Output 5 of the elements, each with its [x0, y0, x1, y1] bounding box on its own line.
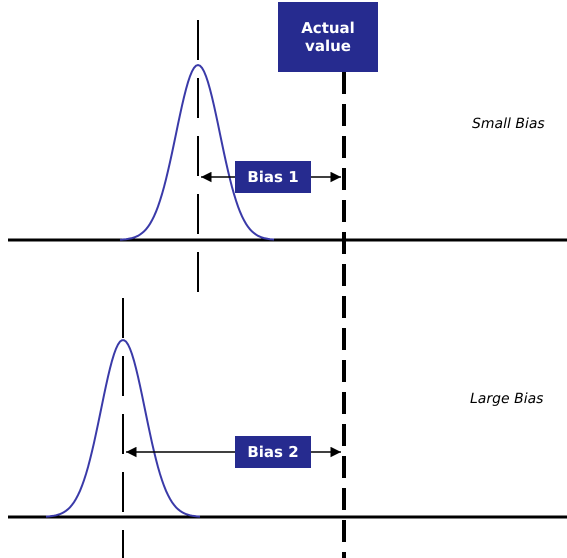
row-caption: Small Bias: [472, 116, 545, 132]
bias-label: Bias 1: [235, 161, 311, 193]
row-caption: Large Bias: [470, 391, 544, 407]
actual-value-label: Actual value: [278, 2, 378, 72]
bias-label: Bias 2: [235, 436, 311, 468]
